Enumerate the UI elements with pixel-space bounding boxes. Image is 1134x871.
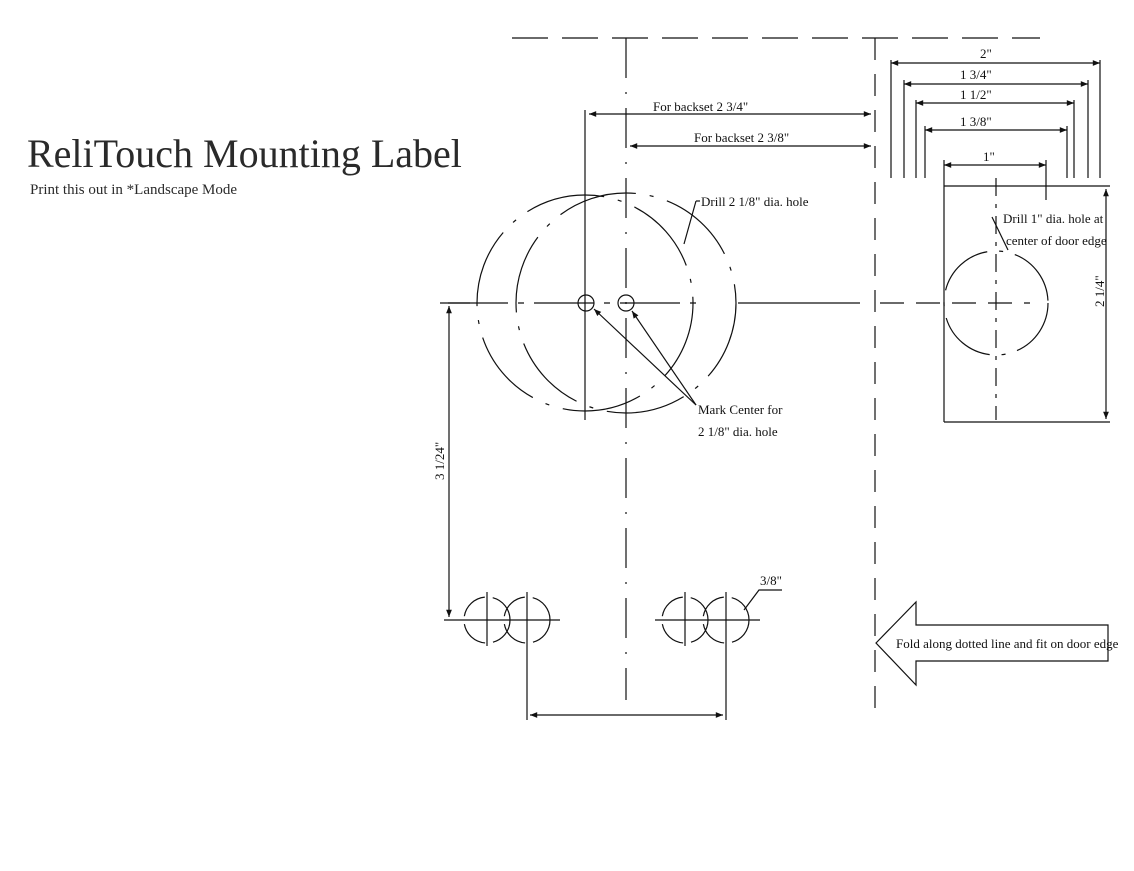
dim-134-label: 1 3/4": [960, 67, 992, 82]
dim-2-label: 2": [980, 46, 992, 61]
backset-238-label: For backset 2 3/8": [694, 130, 789, 145]
center-mark-backset-234: [577, 294, 595, 312]
drill-218-label: Drill 2 1/8" dia. hole: [701, 194, 809, 209]
edge-bore-circle: [943, 250, 1049, 356]
mark-center-label-line1: Mark Center for: [698, 402, 783, 417]
screw-holes: [444, 592, 760, 646]
dim-38-leader: [743, 589, 782, 611]
mark-center-leader-1: [593, 308, 697, 406]
dim-112-label: 1 1/2": [960, 87, 992, 102]
door-edge-dimensions: [890, 60, 1101, 178]
dim-1-label: 1": [983, 149, 995, 164]
dim-3124-label: 3 1/24": [432, 442, 447, 480]
bore-circle-backset-238: [515, 192, 737, 414]
drill-1-label-line1: Drill 1" dia. hole at: [1003, 211, 1104, 226]
bore-circle-backset-234: [476, 194, 694, 412]
dim-38-label: 3/8": [760, 573, 782, 588]
page-subtitle: Print this out in *Landscape Mode: [30, 182, 238, 198]
backset-234-label: For backset 2 3/4": [653, 99, 748, 114]
drill-1-label-line2: center of door edge: [1006, 233, 1107, 248]
fold-instruction-label: Fold along dotted line and fit on door e…: [896, 636, 1119, 651]
fold-arrow: [875, 600, 1109, 687]
center-mark-backset-238: [617, 294, 635, 312]
edge-bore-box: [943, 160, 1110, 423]
mark-center-label-line2: 2 1/8" dia. hole: [698, 424, 778, 439]
drill-218-leader: [683, 200, 697, 245]
drill-1-leader: [991, 216, 1009, 251]
dim-138-label: 1 3/8": [960, 114, 992, 129]
page-title: ReliTouch Mounting Label: [27, 131, 462, 176]
mark-center-leader-2: [631, 310, 697, 406]
dim-214-label: 2 1/4": [1092, 275, 1107, 307]
